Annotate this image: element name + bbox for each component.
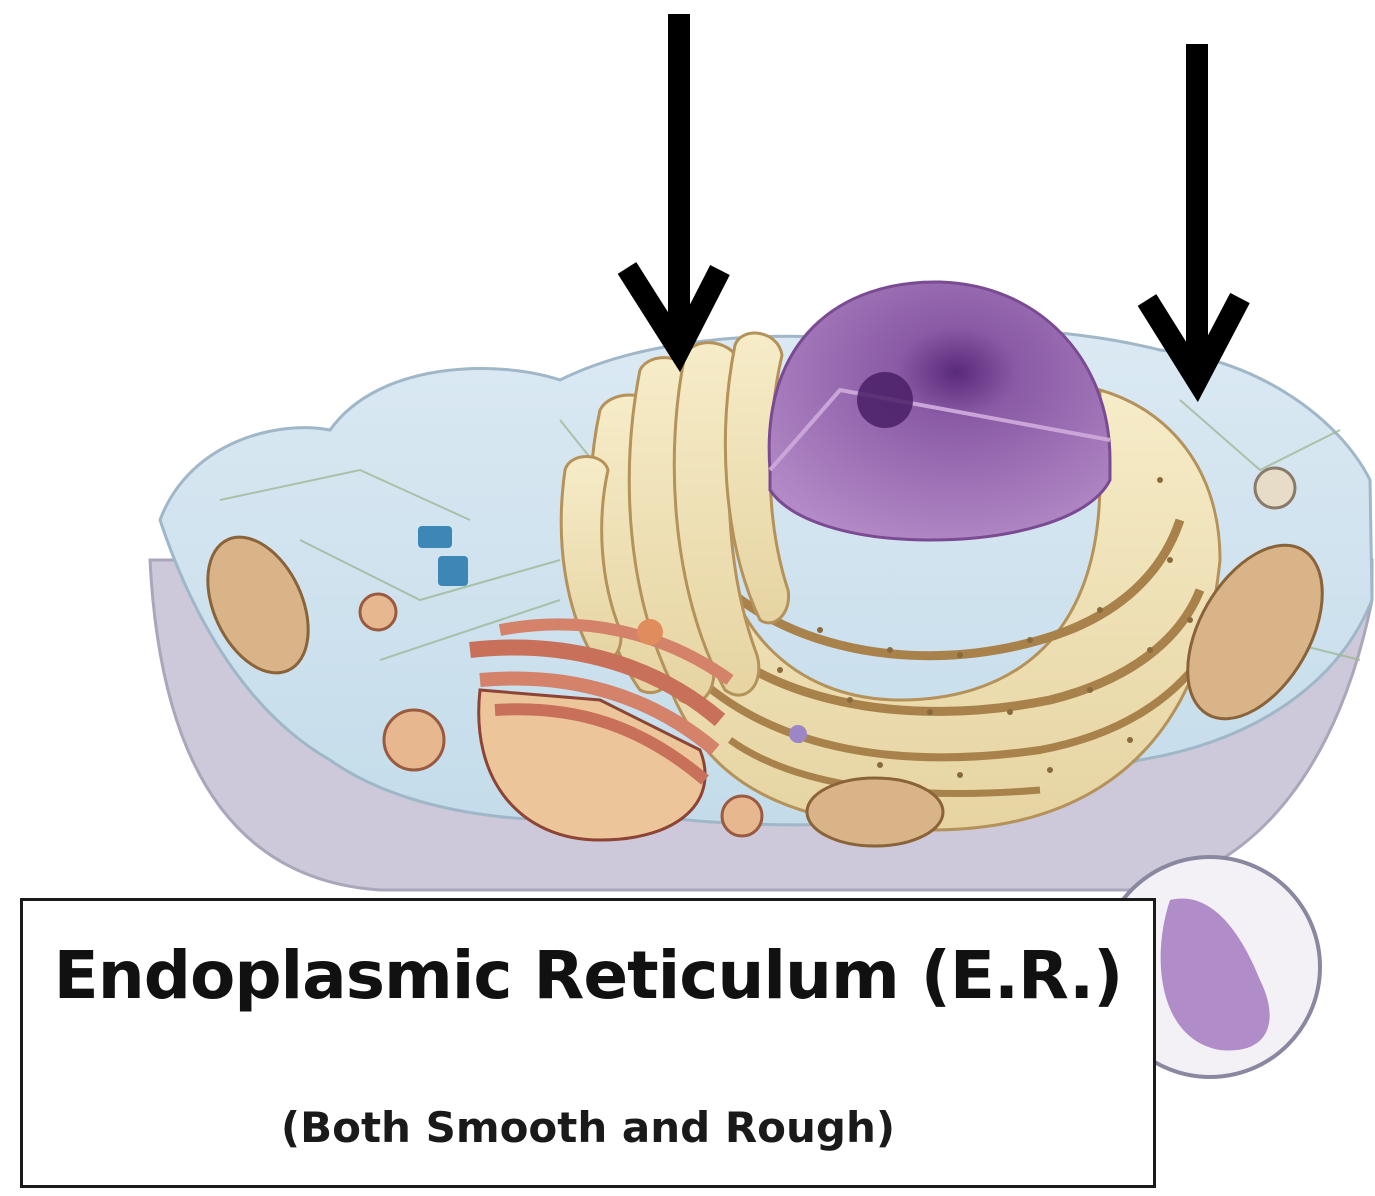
arrow-left bbox=[627, 14, 720, 350]
label-box: Endoplasmic Reticulum (E.R.) (Both Smoot… bbox=[20, 898, 1156, 1188]
label-title: Endoplasmic Reticulum (E.R.) bbox=[23, 937, 1153, 1014]
label-subtitle: (Both Smooth and Rough) bbox=[23, 1103, 1153, 1152]
arrow-right bbox=[1147, 44, 1240, 380]
nucleus bbox=[769, 282, 1110, 540]
